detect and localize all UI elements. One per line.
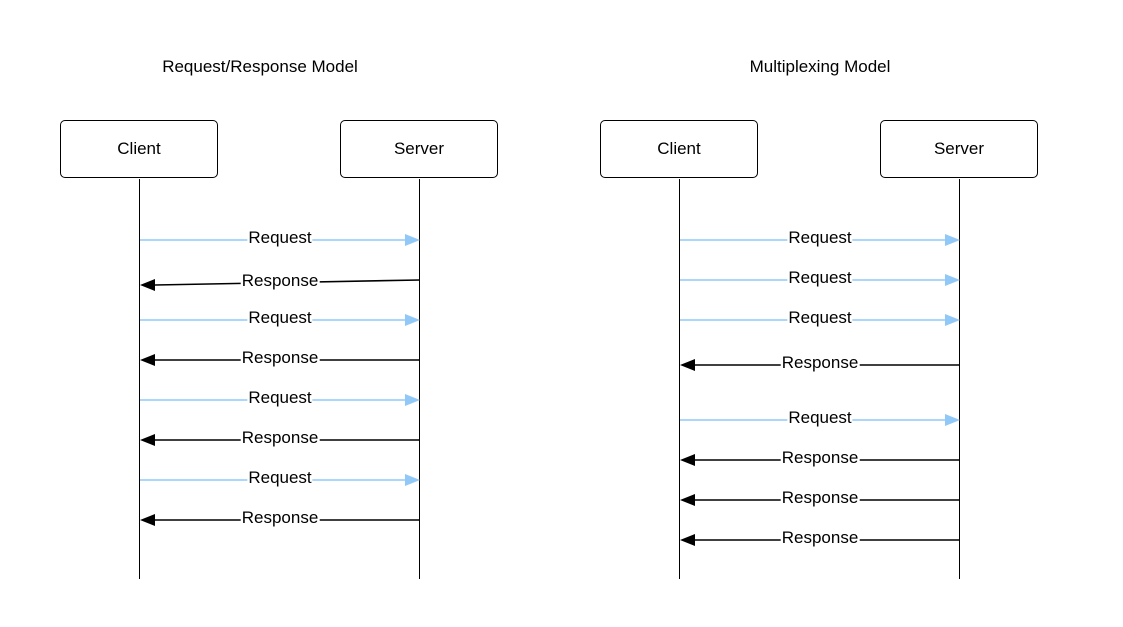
request-arrowhead	[945, 314, 960, 326]
response-arrowhead	[140, 279, 155, 291]
response-arrowhead	[140, 514, 155, 526]
request-label: Request	[247, 228, 313, 247]
request-arrowhead	[945, 414, 960, 426]
server-lifeline	[959, 179, 960, 579]
request-arrowhead	[945, 234, 960, 246]
response-label: Response	[240, 271, 320, 290]
request-label: Request	[247, 468, 313, 487]
request-arrowhead	[405, 394, 420, 406]
client-lifeline	[139, 179, 140, 579]
response-arrowhead	[680, 534, 695, 546]
request-label: Request	[787, 228, 853, 247]
request-arrowhead	[405, 474, 420, 486]
server-box: Server	[880, 120, 1038, 178]
request-arrowhead	[405, 234, 420, 246]
response-arrowhead	[680, 494, 695, 506]
response-label: Response	[240, 428, 320, 447]
response-label: Response	[780, 353, 860, 372]
client-box: Client	[60, 120, 218, 178]
response-label: Response	[780, 528, 860, 547]
response-label: Response	[240, 348, 320, 367]
diagram-title-request-response: Request/Response Model	[162, 57, 358, 76]
request-label: Request	[787, 408, 853, 427]
request-label: Request	[787, 268, 853, 287]
request-label: Request	[247, 308, 313, 327]
request-arrowhead	[945, 274, 960, 286]
response-arrowhead	[680, 454, 695, 466]
request-label: Request	[787, 308, 853, 327]
request-label: Request	[247, 388, 313, 407]
client-box: Client	[600, 120, 758, 178]
response-arrowhead	[140, 434, 155, 446]
response-label: Response	[780, 488, 860, 507]
diagram-title-multiplexing: Multiplexing Model	[749, 57, 891, 76]
response-label: Response	[240, 508, 320, 527]
response-arrowhead	[680, 359, 695, 371]
request-arrowhead	[405, 314, 420, 326]
client-lifeline	[679, 179, 680, 579]
server-box: Server	[340, 120, 498, 178]
response-arrowhead	[140, 354, 155, 366]
response-label: Response	[780, 448, 860, 467]
server-lifeline	[419, 179, 420, 579]
